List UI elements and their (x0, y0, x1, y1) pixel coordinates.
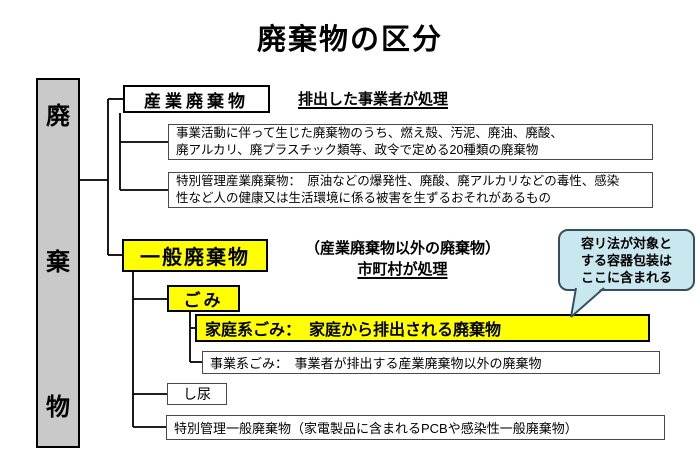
root-char-3: 物 (46, 394, 70, 421)
industrial-handler-note: 排出した事業者が処理 (298, 91, 449, 108)
root-node-waste: 廃 棄 物 (36, 78, 80, 448)
node-industrial-waste: 産業廃棄物 (123, 85, 270, 113)
node-gomi: ごみ (167, 285, 240, 312)
callout-line3: ここに含まれる (580, 269, 672, 285)
page-title: 廃棄物の区分 (256, 24, 443, 56)
general-handler-note: （産業廃棄物以外の廃棄物） 市町村が処理 (295, 238, 510, 280)
industrial-desc-box: 事業活動に伴って生じた廃棄物のうち、燃え殻、汚泥、廃油、廃酸、 廃アルカリ、廃プ… (168, 124, 653, 160)
node-special-general-waste: 特別管理一般廃棄物（家電製品に含まれるPCBや感染性一般廃棄物） (166, 415, 665, 440)
node-industrial-waste-label: 産業廃棄物 (144, 91, 249, 111)
node-gomi-label: ごみ (183, 291, 224, 310)
general-note-line1: （産業廃棄物以外の廃棄物） (304, 240, 500, 257)
callout-line1: 容リ法が対象と (580, 235, 672, 251)
callout-line2: する容器包装は (580, 252, 672, 268)
industrial-desc-line1: 事業活動に伴って生じた廃棄物のうち、燃え殻、汚泥、廃油、廃酸、 (176, 126, 563, 140)
general-note-line2: 市町村が処理 (357, 261, 448, 278)
node-household-gomi: 家庭系ごみ： 家庭から排出される廃棄物 (195, 314, 650, 342)
root-char-2: 棄 (46, 248, 70, 276)
special-industrial-desc-line1: 特別管理産業廃棄物： 原油などの爆発性、廃酸、廃アルカリなどの毒性、感染 (176, 174, 620, 188)
special-industrial-desc-line2: 性など人の健康又は生活環境に係る被害を生ずるおそれがあるもの (176, 191, 552, 205)
node-general-waste-label: 一般廃棄物 (140, 247, 250, 269)
node-business-gomi: 事業系ごみ： 事業者が排出する産業廃棄物以外の廃棄物 (202, 351, 660, 374)
industrial-desc-line2: 廃アルカリ、廃プラスチック類等、政令で定める20種類の廃棄物 (176, 143, 539, 157)
node-shinyo-label: し尿 (183, 386, 211, 402)
node-special-general-waste-label: 特別管理一般廃棄物（家電製品に含まれるPCBや感染性一般廃棄物） (174, 421, 578, 436)
node-shinyo: し尿 (167, 383, 227, 405)
node-household-gomi-label: 家庭系ごみ： 家庭から排出される廃棄物 (205, 322, 502, 339)
yorihou-callout-bubble: 容リ法が対象と する容器包装は ここに含まれる (558, 229, 695, 291)
node-business-gomi-label: 事業系ごみ： 事業者が排出する産業廃棄物以外の廃棄物 (210, 356, 542, 371)
node-general-waste: 一般廃棄物 (122, 239, 268, 272)
root-char-1: 廃 (46, 103, 70, 130)
special-industrial-desc-box: 特別管理産業廃棄物： 原油などの爆発性、廃酸、廃アルカリなどの毒性、感染 性など… (168, 172, 653, 208)
